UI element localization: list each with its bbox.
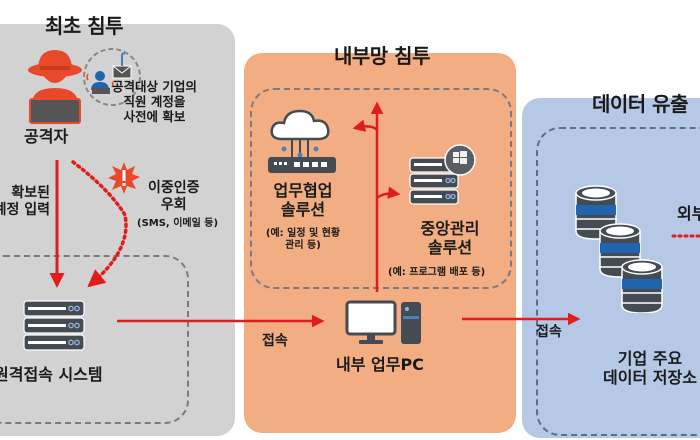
external-label: 외부 <box>677 204 700 223</box>
mfa-bypass-example: (SMS, 이메일 등) <box>137 218 219 229</box>
credential-input-line-2: 계정 입력 <box>0 201 50 218</box>
stage-title-internal: 내부망 침투 <box>334 44 430 68</box>
collab-solution-line-1: 업무협업 <box>273 181 333 200</box>
central-mgmt-example: (예: 프로그램 배포 등) <box>388 267 486 278</box>
phishing-note-line-1: 공격대상 기업의 <box>112 79 197 94</box>
stage-title-exfil: 데이터 유출 <box>592 92 688 116</box>
phishing-note: 공격대상 기업의 직원 계정을 사전에 확보 <box>112 79 197 124</box>
collab-example-line-1: (예: 일정 및 현황 <box>265 228 341 239</box>
stage-title-initial: 최초 침투 <box>45 14 124 38</box>
exfil-access-label: 접속 <box>536 324 562 340</box>
data-storage-zone <box>536 127 700 436</box>
storage-label-line-1: 기업 주요 <box>617 349 683 368</box>
remote-server-icon <box>23 300 85 351</box>
internal-pc-label: 내부 업무PC <box>336 355 424 374</box>
credential-input-line-1: 확보된 <box>11 185 50 201</box>
central-mgmt-line-1: 중앙관리 <box>420 219 480 238</box>
warning-burst-icon <box>108 162 140 194</box>
mfa-bypass-line-1: 이중인증 <box>148 180 200 196</box>
central-mgmt-line-2: 솔루션 <box>427 237 473 257</box>
collab-solution-line-2: 솔루션 <box>280 199 326 219</box>
internal-access-label: 접속 <box>262 333 288 349</box>
mfa-bypass-label: 이중인증 우회 <box>148 180 200 213</box>
collab-example-line-2: 관리 등) <box>285 239 321 251</box>
internal-pc-icon <box>345 300 421 344</box>
attacker-label: 공격자 <box>24 127 69 146</box>
credential-input-label: 확보된 계정 입력 <box>0 185 50 218</box>
collab-solution-label: 업무협업 솔루션 <box>262 181 344 220</box>
collab-example: (예: 일정 및 현황 관리 등) <box>256 228 350 252</box>
remote-system-label: 원격접속 시스템 <box>0 365 103 384</box>
central-mgmt-label: 중앙관리 솔루션 <box>405 219 495 258</box>
internal-solutions-zone <box>250 88 512 289</box>
storage-label-line-2: 데이터 저장소 <box>603 367 697 387</box>
collab-cloud-router-icon <box>268 109 336 173</box>
phishing-note-line-2: 직원 계정을 <box>123 93 186 109</box>
database-stack-icon <box>575 185 663 313</box>
mfa-bypass-line-2: 우회 <box>160 196 187 213</box>
central-mgmt-server-icon <box>409 144 476 205</box>
attacker-icon <box>28 50 82 124</box>
phishing-account-icon <box>83 48 141 106</box>
phishing-note-line-3: 사전에 확보 <box>123 108 186 124</box>
storage-label: 기업 주요 데이터 저장소 <box>590 349 700 388</box>
